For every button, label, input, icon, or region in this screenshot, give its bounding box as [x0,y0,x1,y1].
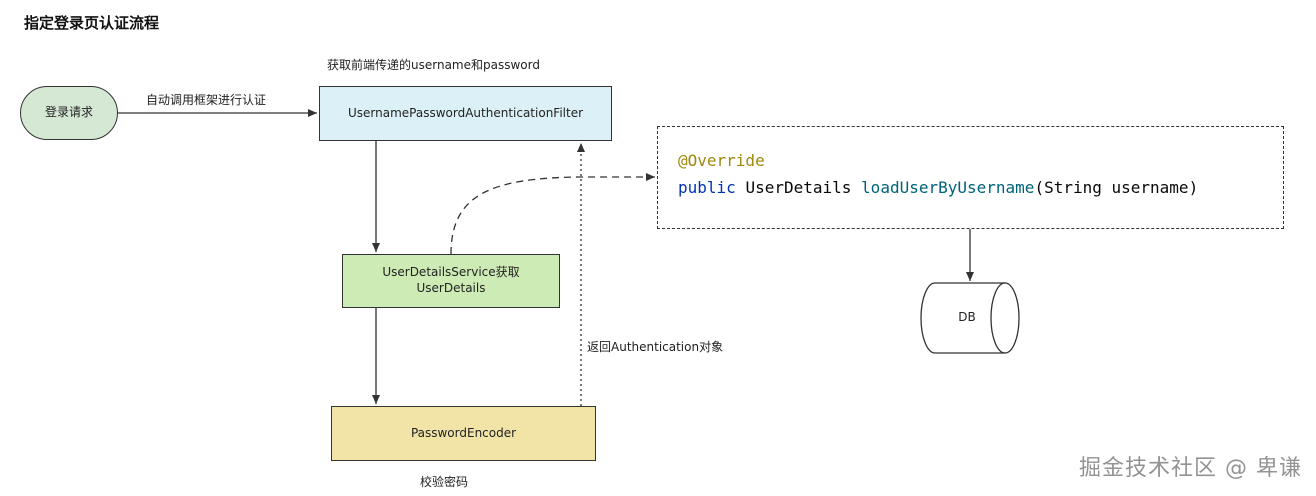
login-request-node: 登录请求 [20,86,118,140]
user-details-service-node: UserDetailsService获取 UserDetails [342,254,560,308]
code-line-signature: public UserDetails loadUserByUsername(St… [678,174,1283,201]
encoder-label: PasswordEncoder [410,425,517,440]
code-annotation: @Override [678,151,765,170]
code-line-annotation: @Override [678,147,1283,174]
encoder-note-label: 校验密码 [420,475,469,489]
db-cylinder [920,282,1020,354]
db-label: DB [958,310,976,324]
code-snippet-box: @Override public UserDetails loadUserByU… [657,126,1284,229]
start-edge-label: 自动调用框架进行认证 [146,93,267,107]
password-encoder-node: PasswordEncoder [331,406,596,461]
edge-uds-to-code [450,173,655,255]
code-keyword: public [678,178,736,197]
return-edge-label: 返回Authentication对象 [587,340,724,354]
diagram-title: 指定登录页认证流程 [24,14,160,32]
uds-label-line1: UserDetailsService获取 [382,265,520,280]
filter-node: UsernamePasswordAuthenticationFilter [319,86,612,141]
code-return-type: UserDetails [745,178,852,197]
filter-label: UsernamePasswordAuthenticationFilter [347,105,584,120]
code-method-name: loadUserByUsername [861,178,1035,197]
code-params: (String username) [1034,178,1199,197]
uds-label-line2: UserDetails [416,281,486,295]
login-request-label: 登录请求 [44,105,93,120]
watermark: 掘金技术社区 @ 卑谦 [1079,456,1302,481]
filter-note-label: 获取前端传递的username和password [327,58,540,72]
